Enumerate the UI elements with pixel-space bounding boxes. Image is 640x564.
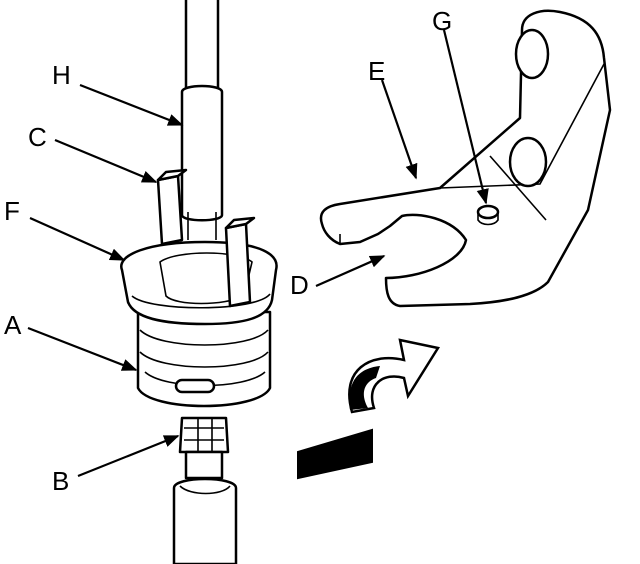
curved-rotate-arrow-icon xyxy=(297,338,441,480)
leader-F xyxy=(29,216,126,262)
leader-E xyxy=(380,79,418,180)
bracket xyxy=(319,9,612,308)
connector-body xyxy=(120,168,278,408)
label-A: A xyxy=(4,310,22,340)
leader-D xyxy=(315,254,386,288)
label-F: F xyxy=(4,196,20,226)
leader-G xyxy=(442,29,489,205)
upper-tube xyxy=(180,0,224,240)
leader-B xyxy=(77,434,180,478)
label-D: D xyxy=(290,270,309,300)
label-G: G xyxy=(432,6,452,36)
leader-A xyxy=(27,326,138,372)
label-E: E xyxy=(368,56,385,86)
lower-nut-and-tube xyxy=(172,416,238,564)
label-B: B xyxy=(52,466,69,496)
leader-H xyxy=(79,83,184,127)
label-C: C xyxy=(28,122,47,152)
leader-C xyxy=(54,138,158,184)
label-H: H xyxy=(52,60,71,90)
